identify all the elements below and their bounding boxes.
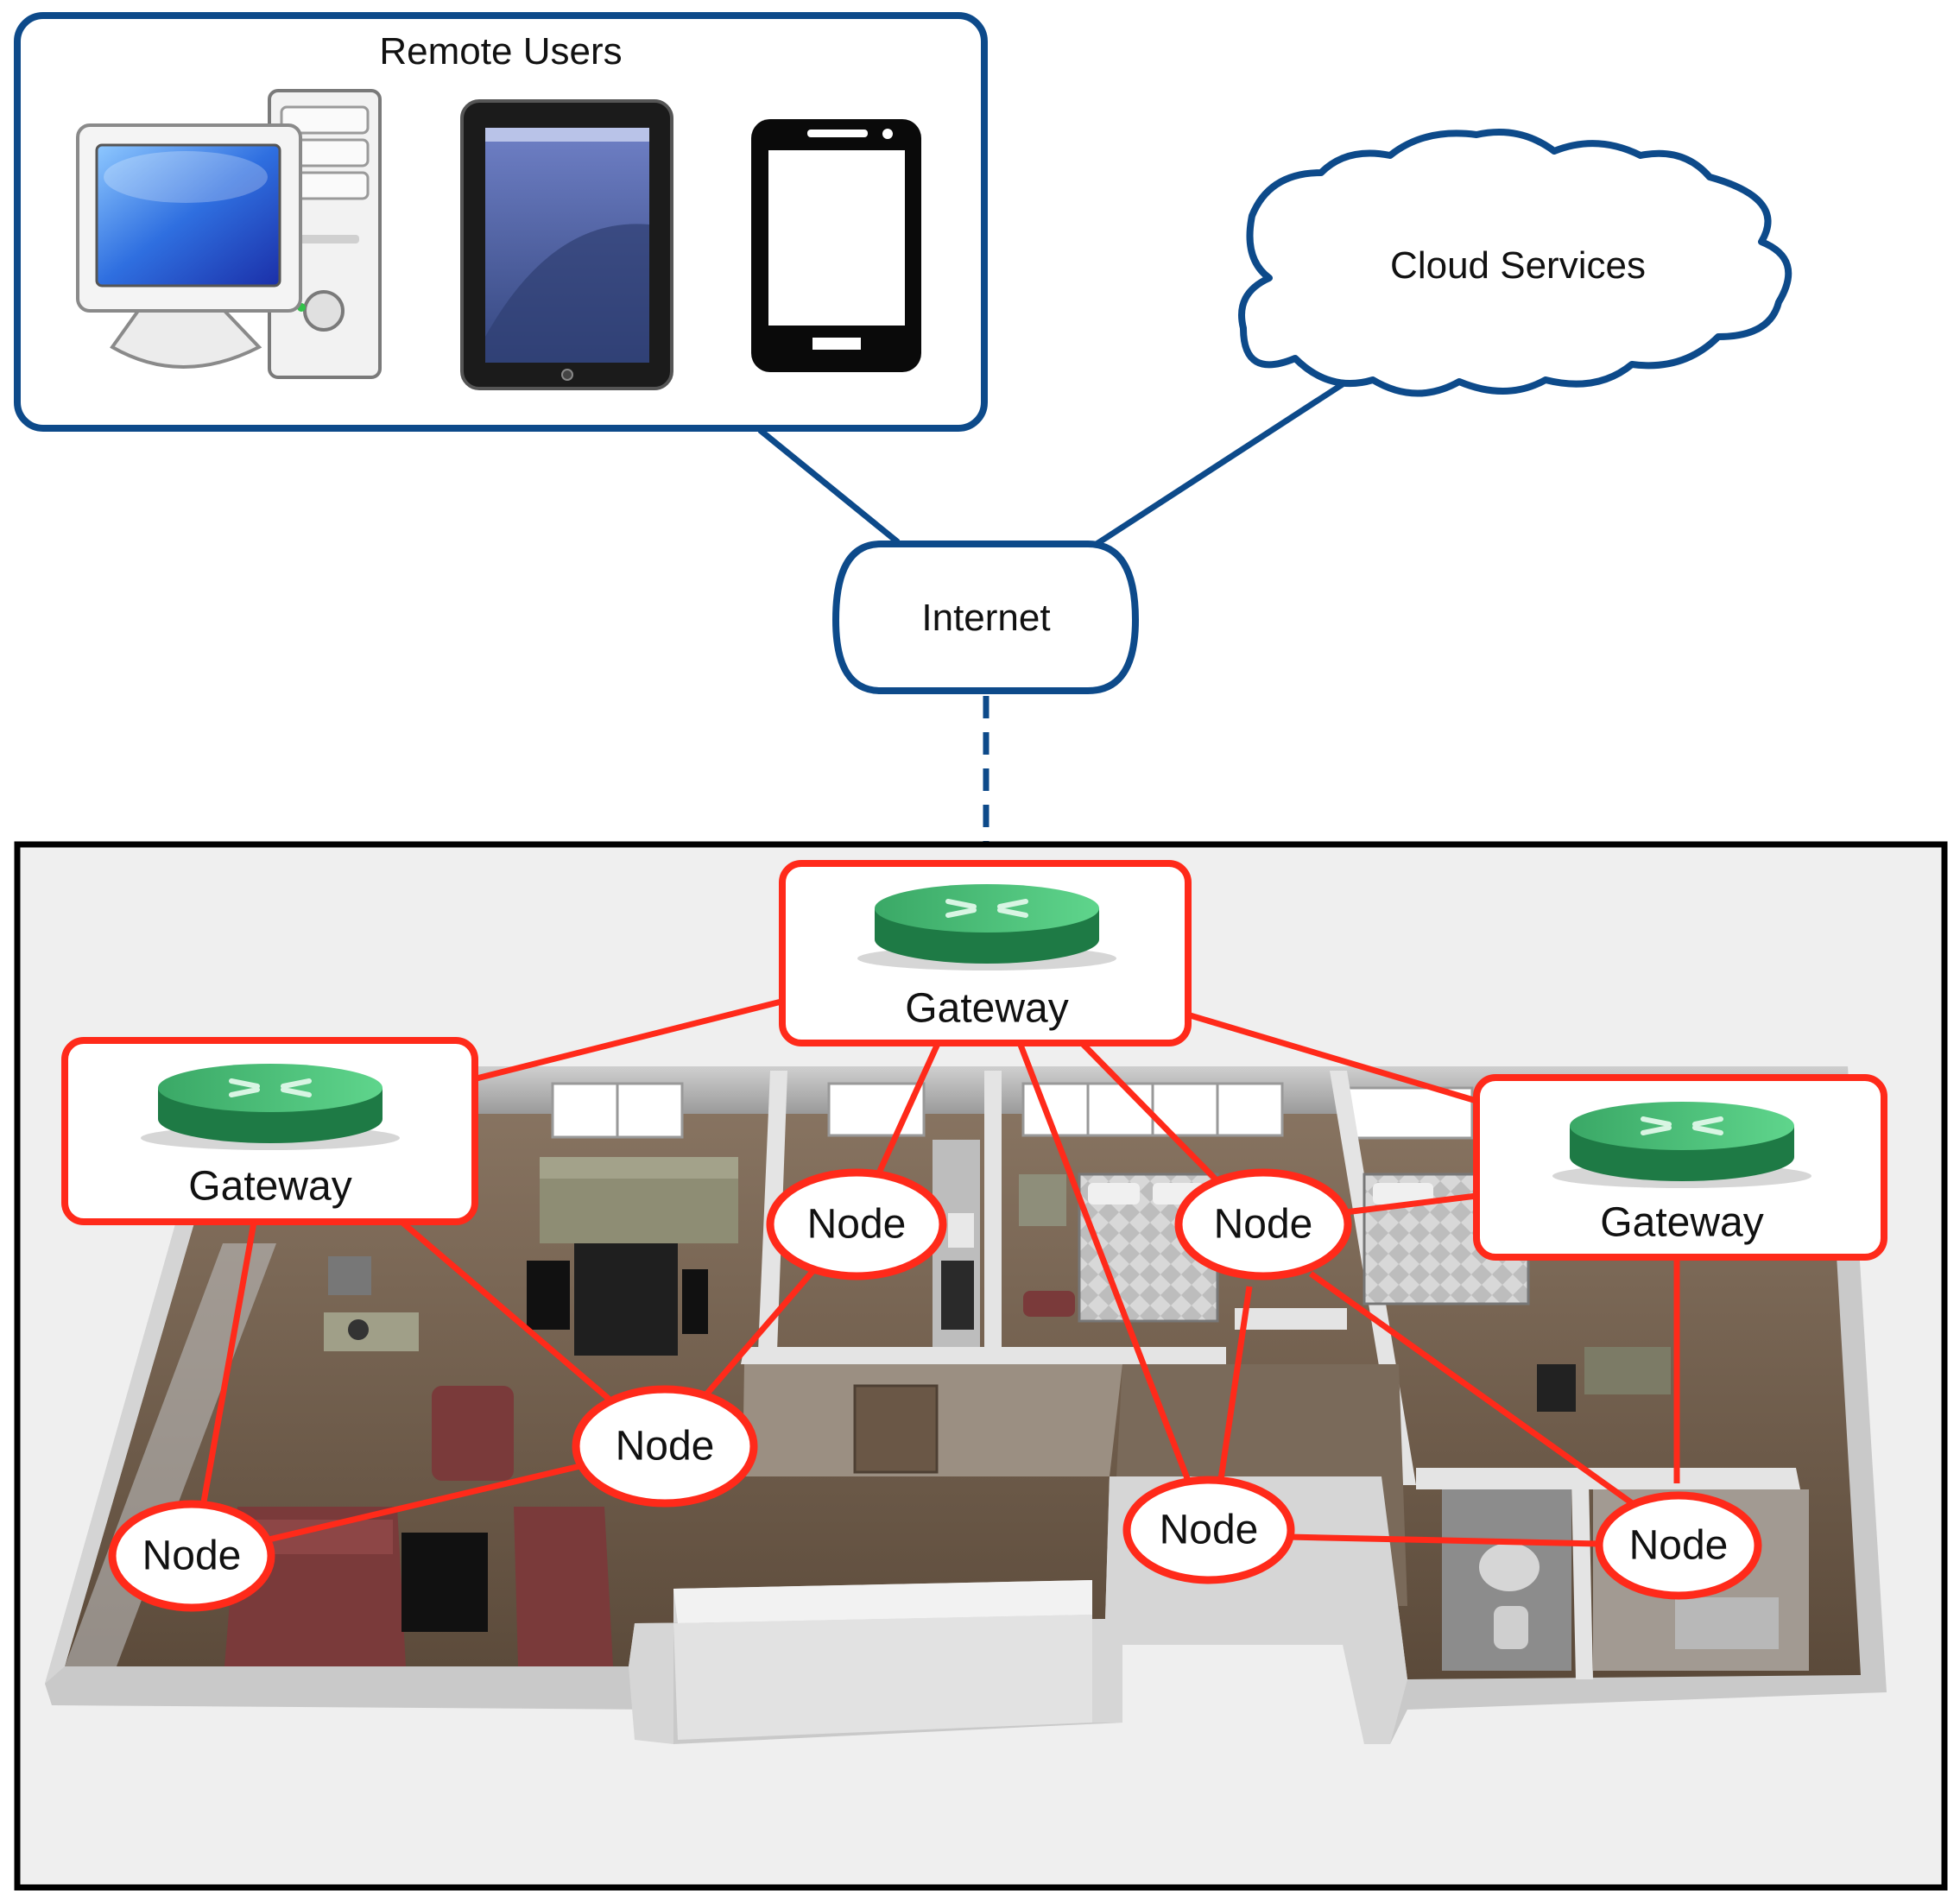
- node-right: [1595, 1491, 1762, 1600]
- gateway-top: [779, 860, 1192, 1046]
- node-hall: [1122, 1476, 1295, 1584]
- gateway-left: [61, 1037, 478, 1225]
- node-kitchen: [766, 1168, 947, 1280]
- router-icon: [141, 1064, 400, 1150]
- gateway-right: [1473, 1074, 1887, 1261]
- router-icon: [857, 884, 1116, 970]
- cloud-icon: [1238, 129, 1792, 397]
- node-bedroom: [1174, 1168, 1352, 1280]
- desktop-computer-icon: [76, 89, 382, 379]
- floor-plan-illustration: [45, 1066, 1887, 1744]
- mesh-links: [199, 998, 1680, 1547]
- tablet-icon: [460, 99, 673, 390]
- node-living: [572, 1385, 758, 1508]
- node-left: [108, 1500, 275, 1612]
- internet-node: [831, 541, 1140, 694]
- internet-links: [757, 382, 1344, 863]
- router-icon: [1552, 1102, 1811, 1188]
- smartphone-icon: [751, 119, 921, 372]
